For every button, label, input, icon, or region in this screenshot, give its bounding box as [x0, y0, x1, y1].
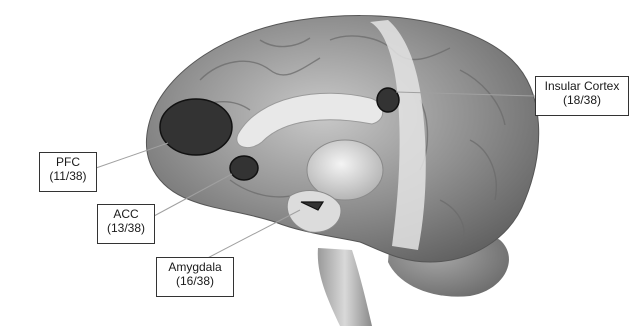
label-acc-name: ACC	[102, 207, 150, 221]
label-acc-count: (13/38)	[102, 221, 150, 235]
label-insular-cortex-count: (18/38)	[540, 93, 624, 107]
brainstem	[318, 248, 372, 326]
label-amygdala-count: (16/38)	[161, 274, 229, 288]
label-insular-cortex: Insular Cortex (18/38)	[535, 76, 629, 116]
label-amygdala: Amygdala (16/38)	[156, 257, 234, 297]
label-pfc: PFC (11/38)	[39, 152, 97, 192]
label-pfc-name: PFC	[44, 155, 92, 169]
insular-region	[377, 88, 399, 112]
leader-line-amygdala	[196, 210, 300, 264]
pfc-region	[160, 99, 232, 155]
label-insular-cortex-name: Insular Cortex	[540, 79, 624, 93]
label-acc: ACC (13/38)	[97, 204, 155, 244]
acc-region	[230, 156, 258, 180]
label-pfc-count: (11/38)	[44, 169, 92, 183]
label-amygdala-name: Amygdala	[161, 260, 229, 274]
